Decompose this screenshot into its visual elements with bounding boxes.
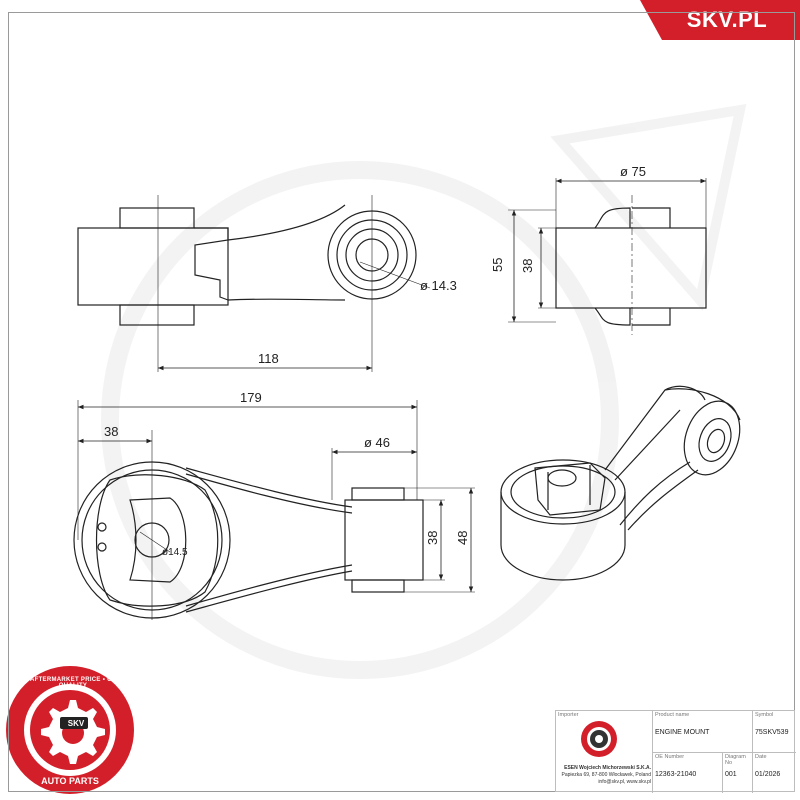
dim-46: ø 46: [364, 435, 390, 450]
dim-hole-14-5: ø14.5: [162, 547, 188, 558]
date-label: Date: [755, 754, 767, 760]
badge-center-text: SKV: [67, 719, 85, 728]
brand-name: SKV.PL: [686, 7, 768, 32]
importer-line-2: Papiezka 69, 87-800 Włocławek, Poland: [561, 772, 652, 778]
oe-number-cell: OE Number 12363-21040: [652, 752, 722, 793]
dim-bore-14-3: ø 14.3: [420, 278, 457, 293]
diagram-no-value: 001: [725, 771, 737, 778]
badge-bottom-text: AUTO PARTS: [41, 776, 99, 786]
product-name-cell: Product name ENGINE MOUNT: [652, 711, 752, 752]
importer-label: Importer: [558, 712, 579, 718]
dim-38-side: 38: [520, 259, 535, 273]
importer-cell: Importer ESEN Wojciech Michorzewski S.K.…: [556, 711, 652, 793]
dim-118: 118: [258, 351, 279, 366]
diagram-no-label: Diagram No: [725, 754, 746, 766]
product-name-value: ENGINE MOUNT: [655, 729, 710, 736]
dim-38-front: 38: [104, 424, 118, 439]
title-block: Importer ESEN Wojciech Michorzewski S.K.…: [555, 710, 796, 793]
symbol-value: 75SKV539: [755, 729, 789, 736]
diagram-no-cell: Diagram No 001: [722, 752, 752, 793]
importer-line-1: ESEN Wojciech Michorzewski S.K.A.: [564, 765, 651, 771]
date-cell: Date 01/2026: [752, 752, 796, 793]
product-name-label: Product name: [655, 712, 690, 718]
symbol-label: Symbol: [755, 712, 774, 718]
dim-48: 48: [455, 531, 470, 545]
quality-badge: [6, 666, 134, 794]
front-view: [73, 400, 475, 620]
isometric-view: [500, 385, 741, 581]
oe-number-label: OE Number: [655, 754, 685, 760]
importer-logo: [581, 721, 617, 757]
dim-179: 179: [240, 390, 262, 405]
importer-line-3: info@skv.pl, www.skv.pl: [598, 779, 651, 785]
top-view: [77, 195, 431, 372]
brand-tab-shape: [640, 0, 800, 40]
date-value: 01/2026: [755, 771, 781, 778]
symbol-cell: Symbol 75SKV539: [752, 711, 796, 752]
badge-ring-text: AFTERMARKET PRICE • OF QUALITY: [29, 677, 117, 689]
dim-38-bush: 38: [425, 531, 440, 545]
dim-75: ø 75: [620, 164, 646, 179]
dim-55: 55: [490, 258, 505, 272]
oe-number-value: 12363-21040: [655, 771, 697, 778]
